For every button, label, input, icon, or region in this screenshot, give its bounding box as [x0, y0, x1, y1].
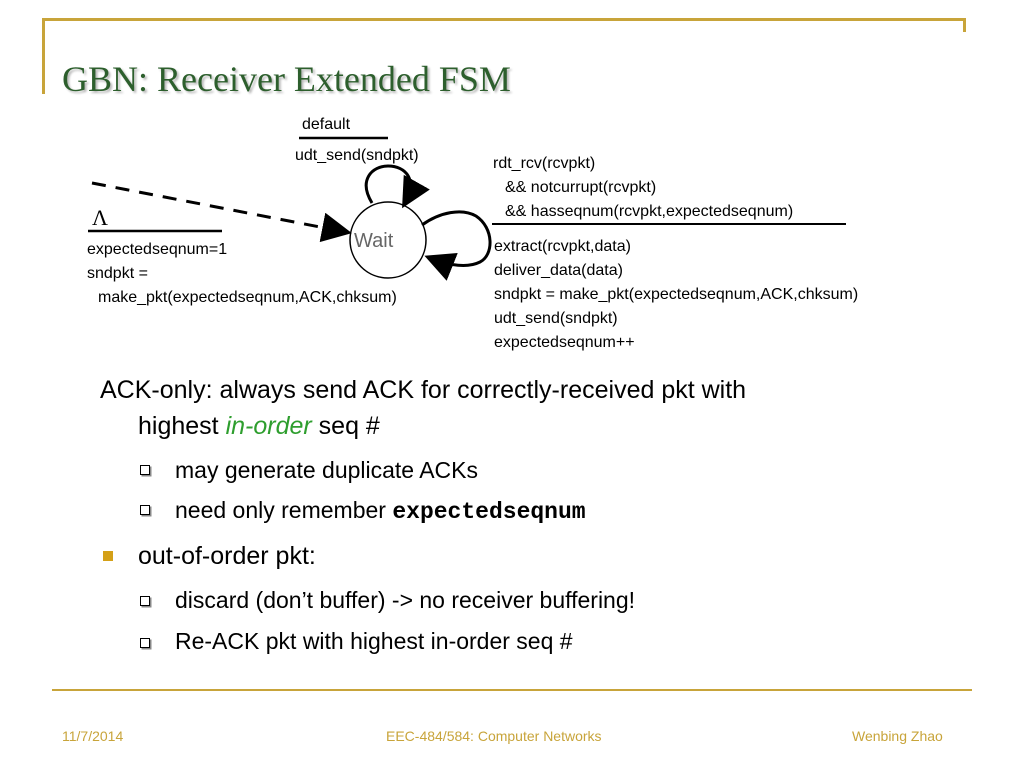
bullet-icon: [103, 551, 113, 561]
right-loop-action-3: sndpkt = make_pkt(expectedseqnum,ACK,chk…: [494, 286, 859, 303]
bullet-1-sub-1: may generate duplicate ACKs: [175, 457, 479, 483]
expectedseqnum-code: expectedseqnum: [392, 499, 586, 525]
left-frame-line: [42, 18, 45, 94]
right-self-loop-arrow: [421, 210, 492, 281]
top-self-loop-arrow: [364, 164, 430, 209]
right-loop-action-2: deliver_data(data): [494, 262, 623, 279]
top-loop-event: default: [302, 116, 351, 133]
sub-bullet-icon: [140, 505, 150, 515]
initial-transition-arrow: [91, 181, 352, 243]
initial-action-1: expectedseqnum=1: [87, 241, 228, 258]
bullet-1-sub-2: need only remember expectedseqnum: [175, 497, 586, 525]
right-loop-action-1: extract(rcvpkt,data): [494, 238, 631, 255]
bullet-2-sub-1: discard (don’t buffer) -> no receiver bu…: [175, 587, 636, 613]
in-order-emphasis: in-order: [225, 412, 312, 440]
bullet-2: out-of-order pkt:: [138, 542, 316, 570]
right-loop-event-1: rdt_rcv(rcvpkt): [493, 155, 596, 172]
right-loop-event-2: && notcurrupt(rcvpkt): [505, 179, 657, 196]
footer-date: 11/7/2014: [62, 728, 124, 744]
slide-title: GBN: Receiver Extended FSM: [62, 59, 511, 99]
initial-action-2: sndpkt =: [87, 265, 148, 282]
bullet-1-line-2: highest in-order seq #: [138, 412, 380, 440]
initial-action-3: make_pkt(expectedseqnum,ACK,chksum): [98, 289, 397, 306]
sub-bullet-icon: [140, 596, 150, 606]
right-loop-action-4: udt_send(sndpkt): [494, 310, 618, 327]
footer-course: EEC-484/584: Computer Networks: [386, 728, 602, 744]
bullet-2-sub-2: Re-ACK pkt with highest in-order seq #: [175, 628, 573, 654]
sub-bullet-icon: [140, 465, 150, 475]
top-loop-action: udt_send(sndpkt): [295, 147, 419, 164]
sub-bullet-icon: [140, 638, 150, 648]
right-loop-event-3: && hasseqnum(rcvpkt,expectedseqnum): [505, 203, 794, 220]
footer-author: Wenbing Zhao: [852, 728, 943, 744]
lambda-symbol: Λ: [92, 205, 108, 230]
right-frame-tick: [963, 18, 966, 32]
footer-rule: [52, 689, 972, 691]
right-loop-action-5: expectedseqnum++: [494, 334, 635, 351]
wait-state-label: Wait: [354, 230, 394, 252]
top-frame-line: [42, 18, 966, 21]
bullet-1-line-1: ACK-only: always send ACK for correctly-…: [100, 376, 747, 404]
